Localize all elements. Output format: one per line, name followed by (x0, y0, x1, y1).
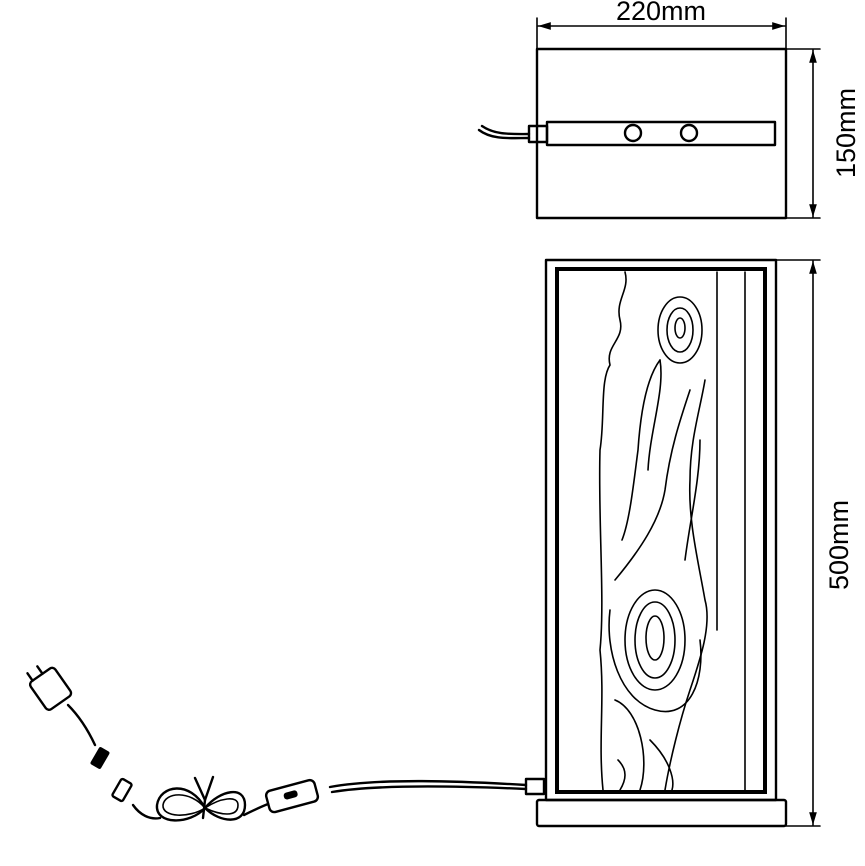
coiled-cable-icon (155, 775, 247, 822)
plug-connector (111, 777, 133, 803)
lamp-frame (544, 258, 778, 802)
depth-label: 150mm (831, 88, 861, 178)
power-adapter-icon (26, 665, 73, 711)
cable (480, 124, 531, 136)
width-label: 220mm (616, 0, 706, 26)
led-bar (545, 120, 777, 147)
cable (131, 803, 162, 820)
power-cable (26, 665, 546, 822)
lamp-base (535, 798, 788, 828)
cable-outline (330, 785, 528, 794)
plug-connector (90, 747, 110, 769)
top-view-outline (535, 47, 788, 220)
switch-toggle-icon (283, 790, 298, 800)
cable (66, 703, 97, 747)
inline-switch (264, 778, 320, 814)
cable-outline (477, 128, 531, 140)
front-view: 500mm (26, 258, 854, 828)
switch-button-1 (623, 123, 643, 143)
switch-button-2 (679, 123, 699, 143)
cable (328, 779, 528, 789)
lamp-panel (555, 267, 767, 794)
wood-grain-pattern (598, 271, 746, 791)
top-view: 220mm 150mm (477, 0, 861, 220)
height-label: 500mm (824, 500, 854, 590)
cable-connector (524, 777, 546, 796)
cable (242, 802, 270, 817)
